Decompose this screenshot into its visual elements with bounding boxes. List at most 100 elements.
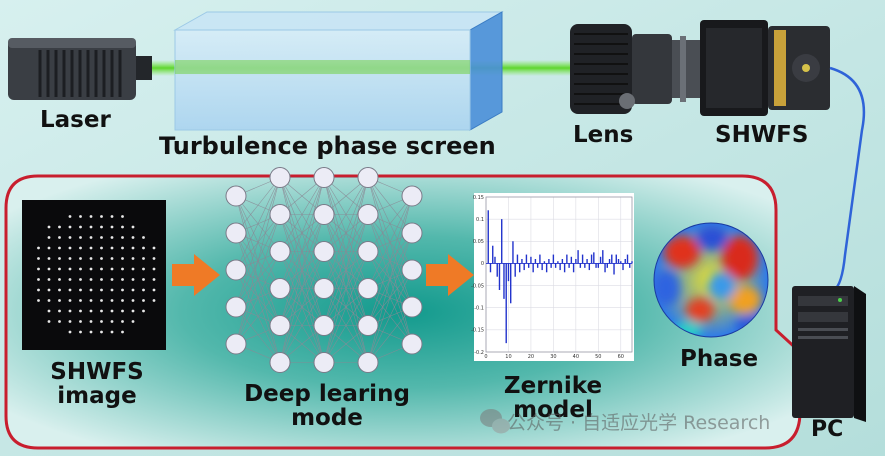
zernike-bar — [541, 263, 543, 271]
shwfs-spot — [58, 299, 61, 302]
zernike-bar — [501, 219, 503, 264]
shwfs-spot — [58, 246, 61, 250]
shwfs-spot — [79, 309, 82, 313]
shwfs-spot — [131, 320, 135, 323]
nn-edge — [279, 251, 325, 363]
nn-edge — [279, 214, 325, 363]
zernike-bar — [523, 263, 525, 271]
shwfs-spot — [89, 215, 93, 218]
shwfs-spot — [110, 330, 114, 334]
nn-node — [225, 222, 247, 244]
cable — [829, 66, 866, 292]
lens-device — [570, 24, 702, 114]
shwfs-spot — [58, 267, 61, 271]
shwfs-spot — [110, 215, 114, 218]
shwfs-spot — [121, 288, 124, 292]
shwfs-spot — [79, 267, 82, 271]
shwfs-spot — [152, 299, 156, 302]
shwfs-spot — [121, 278, 124, 281]
shwfs-spot — [100, 236, 103, 239]
shwfs-spot — [47, 246, 51, 250]
nn-node — [269, 241, 291, 262]
nn-node — [313, 278, 335, 299]
shwfs-spot — [121, 236, 124, 239]
shwfs-spot — [89, 278, 93, 281]
zernike-bar — [498, 263, 501, 290]
nn-edge — [367, 232, 413, 363]
y-tick-label: 0.05 — [473, 239, 484, 245]
zernike-bar — [620, 261, 622, 264]
shwfs-spot — [58, 320, 61, 323]
nn-node — [225, 259, 247, 281]
nn-node — [225, 296, 247, 318]
zernike-bar — [559, 263, 561, 271]
nn-edge — [235, 214, 281, 345]
zernike-bar — [575, 259, 577, 264]
shwfs-spot — [47, 225, 51, 229]
nn-edge — [323, 251, 369, 363]
shwfs-label: SHWFS — [715, 122, 809, 148]
shwfs-spot — [68, 246, 72, 250]
shwfs-spot — [58, 278, 61, 281]
nn-edge — [279, 177, 325, 326]
zernike-bar — [579, 263, 582, 268]
shwfs-spot — [121, 267, 124, 271]
zernike-bar — [584, 263, 586, 268]
shwfs-device — [700, 20, 830, 116]
deep-learning-label-line-1: Deep learing — [244, 381, 410, 407]
shwfs-spot — [47, 236, 51, 239]
shwfs-spot — [142, 278, 145, 281]
zernike-bar — [624, 259, 626, 264]
zernike-bar — [595, 263, 597, 268]
shwfs-image-label-line-2: image — [57, 383, 137, 410]
shwfs-spot — [121, 215, 124, 218]
zernike-bar — [518, 263, 521, 273]
shwfs-spot — [152, 288, 156, 292]
shwfs-spot — [79, 299, 82, 302]
shwfs-spot — [152, 257, 156, 260]
zernike-bar — [514, 263, 516, 277]
shwfs-spot — [131, 309, 135, 313]
phase-map — [653, 222, 769, 338]
nn-node — [269, 352, 291, 373]
nn-edge — [323, 177, 369, 252]
zernike-label: Zernike model — [488, 374, 618, 422]
shwfs-spot — [89, 257, 93, 260]
x-tick-label: 40 — [573, 354, 579, 360]
pc-tower — [792, 286, 866, 422]
deep-learning-label-line-2: mode — [291, 405, 363, 432]
shwfs-spot — [79, 320, 82, 323]
shwfs-spot — [58, 236, 61, 239]
shwfs-spot — [100, 257, 103, 260]
shwfs-spot — [37, 299, 40, 302]
nn-node — [357, 167, 379, 188]
wechat-icon — [480, 409, 510, 434]
zernike-bar — [496, 263, 498, 277]
zernike-bar — [525, 254, 528, 264]
zernike-bar — [563, 263, 566, 273]
shwfs-spot — [100, 330, 103, 334]
zernike-bar — [626, 254, 629, 264]
x-tick-label: 60 — [618, 354, 624, 360]
zernike-bar — [550, 263, 552, 268]
shwfs-spot — [68, 320, 72, 323]
shwfs-spot — [100, 299, 103, 302]
zernike-bar — [602, 250, 604, 264]
nn-node — [269, 167, 291, 188]
zernike-bar — [597, 263, 600, 268]
shwfs-spot — [110, 246, 114, 250]
shwfs-spot — [37, 257, 40, 260]
shwfs-spot — [100, 215, 103, 218]
phase-label: Phase — [680, 346, 759, 372]
zernike-bar — [527, 263, 530, 268]
shwfs-spot — [100, 267, 103, 271]
shwfs-spot — [58, 309, 61, 313]
nn-node — [401, 333, 423, 355]
neural-network — [225, 167, 423, 373]
nn-node — [313, 167, 335, 188]
zernike-bar — [539, 254, 541, 264]
shwfs-spot — [152, 267, 156, 271]
shwfs-spot — [121, 246, 124, 250]
shwfs-spot — [110, 278, 114, 281]
shwfs-spot — [79, 215, 82, 218]
